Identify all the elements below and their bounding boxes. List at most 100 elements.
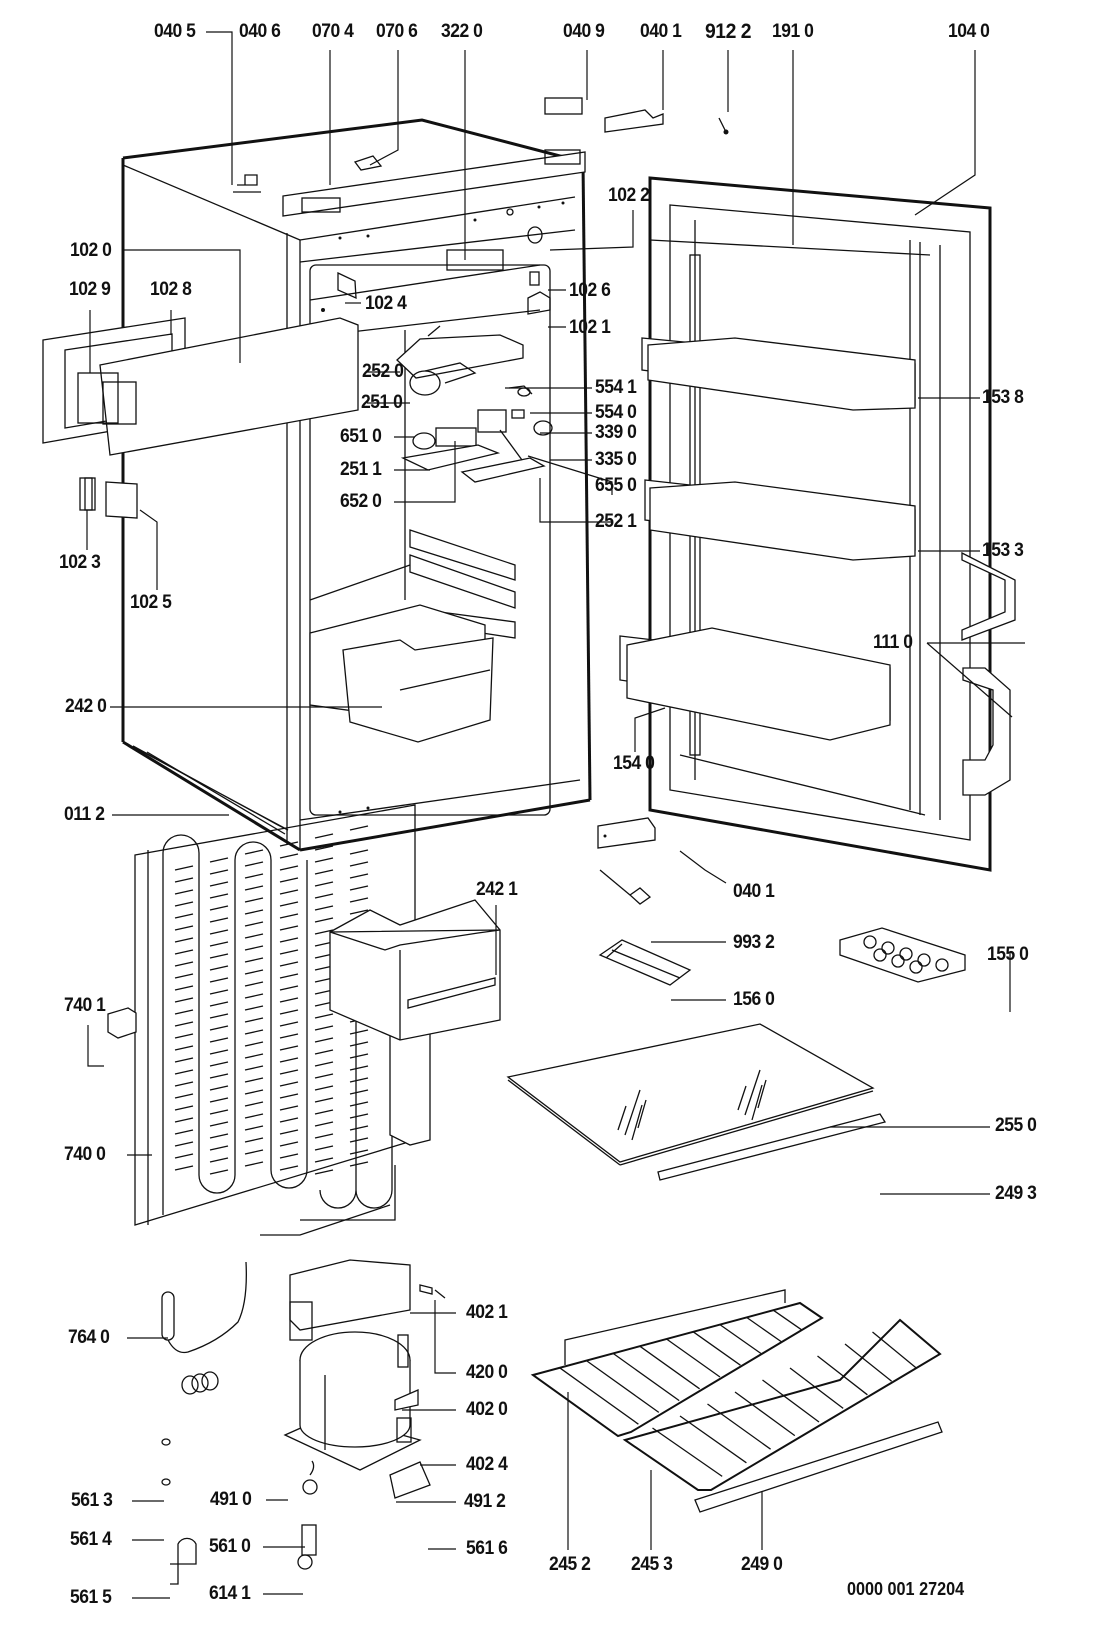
condenser-slot xyxy=(349,1137,369,1143)
condenser-slot xyxy=(174,1093,194,1099)
condenser-slot xyxy=(209,965,229,971)
condenser-slot xyxy=(349,897,369,903)
part-label-3220: 322 0 xyxy=(441,21,483,42)
part-label-0405: 040 5 xyxy=(154,21,196,42)
condenser-slot xyxy=(279,973,299,979)
condenser-slot xyxy=(314,917,334,923)
part-label-1110: 111 0 xyxy=(873,632,913,653)
condenser-slot xyxy=(174,1117,194,1123)
condenser-slot xyxy=(244,1101,264,1107)
part-label-5610: 561 0 xyxy=(209,1536,251,1557)
wire-shelf-rod xyxy=(762,1379,820,1423)
part-label-1540: 154 0 xyxy=(613,753,655,774)
ice-cube-tray xyxy=(598,939,692,986)
condenser-slot xyxy=(209,1169,229,1175)
condenser-slot xyxy=(279,1045,299,1051)
condenser-slot xyxy=(209,941,229,947)
part-label-5616: 561 6 xyxy=(466,1538,508,1559)
condenser-slot xyxy=(174,901,194,907)
condenser-slot xyxy=(244,933,264,939)
condenser-slot xyxy=(314,1073,334,1079)
part-label-1040: 104 0 xyxy=(948,21,990,42)
wire-shelf-rod xyxy=(707,1403,771,1450)
condenser-slot xyxy=(349,1125,369,1131)
condenser-slot xyxy=(209,905,229,911)
wire-shelf-upper xyxy=(530,1289,824,1438)
part-label-2550: 255 0 xyxy=(995,1115,1037,1136)
part-label-2520: 252 0 xyxy=(362,361,404,382)
part-label-0406: 040 6 xyxy=(239,21,281,42)
condenser-slot xyxy=(279,1105,299,1111)
condenser-slot xyxy=(349,909,369,915)
condenser-slot xyxy=(174,1129,194,1135)
condenser-slot xyxy=(314,929,334,935)
part-label-4200: 420 0 xyxy=(466,1362,508,1383)
condenser-slot xyxy=(314,845,334,851)
part-label-2493: 249 3 xyxy=(995,1183,1037,1204)
condenser-slot xyxy=(174,1057,194,1063)
condenser-slot xyxy=(314,1157,334,1163)
condenser-slot xyxy=(209,989,229,995)
condenser-slot xyxy=(314,1169,334,1175)
light-housing xyxy=(337,226,553,483)
condenser-slot xyxy=(314,857,334,863)
condenser-slot xyxy=(349,861,369,867)
condenser-slot xyxy=(279,961,299,967)
condenser-slot xyxy=(314,905,334,911)
condenser-slot xyxy=(244,1041,264,1047)
wire-shelf-rod xyxy=(844,1343,893,1382)
part-label-2490: 249 0 xyxy=(741,1554,783,1575)
condenser-slot xyxy=(349,849,369,855)
wire-shelf-rod xyxy=(719,1324,762,1354)
part-label-7640: 764 0 xyxy=(68,1327,110,1348)
condenser-slot xyxy=(244,1125,264,1131)
condenser-slot xyxy=(174,1153,194,1159)
part-label-6141: 614 1 xyxy=(209,1583,251,1604)
clip-4024 xyxy=(394,1389,419,1411)
door-shelf-middle xyxy=(644,479,916,561)
part-label-5613: 561 3 xyxy=(71,1490,113,1511)
condenser-slot xyxy=(209,1085,229,1091)
condenser-slot xyxy=(174,925,194,931)
part-label-1021: 102 1 xyxy=(569,317,611,338)
condenser-slot xyxy=(174,937,194,943)
condenser-slot xyxy=(174,1165,194,1171)
condenser-slot xyxy=(279,853,299,859)
part-label-4912: 491 2 xyxy=(464,1491,506,1512)
part-label-6550: 655 0 xyxy=(595,475,637,496)
condenser-slot xyxy=(174,1045,194,1051)
part-label-1022: 102 2 xyxy=(608,185,650,206)
part-label-1028: 102 8 xyxy=(150,279,192,300)
condenser-slot xyxy=(279,949,299,955)
crisper-drawer-upper xyxy=(309,604,494,743)
condenser-slot xyxy=(209,1109,229,1115)
part-label-2510: 251 0 xyxy=(361,392,403,413)
crisper-drawer-lower xyxy=(329,899,501,1041)
part-label-2511: 251 1 xyxy=(340,459,382,480)
condenser-slot xyxy=(314,1121,334,1127)
condenser-slot xyxy=(244,849,264,855)
glass-shelf-trim xyxy=(657,1113,887,1181)
condenser-slot xyxy=(209,869,229,875)
condenser-slot xyxy=(209,1121,229,1127)
part-label-6520: 652 0 xyxy=(340,491,382,512)
condenser-slot xyxy=(279,901,299,907)
part-label-5615: 561 5 xyxy=(70,1587,112,1608)
control-panel xyxy=(42,308,359,456)
wire-shelf-rod xyxy=(639,1345,700,1390)
condenser-slot xyxy=(244,1077,264,1083)
condenser-slot xyxy=(244,1053,264,1059)
part-label-5540: 554 0 xyxy=(595,402,637,423)
part-label-1560: 156 0 xyxy=(733,989,775,1010)
filter-drier xyxy=(161,1261,247,1395)
part-label-2452: 245 2 xyxy=(549,1554,591,1575)
wire-shelf-rod xyxy=(799,1302,823,1319)
part-label-2420: 242 0 xyxy=(65,696,107,717)
hinge-bracket-lower xyxy=(597,817,656,849)
part-label-1024: 102 4 xyxy=(365,293,407,314)
condenser-slot xyxy=(279,937,299,943)
part-label-2421: 242 1 xyxy=(476,879,518,900)
egg-tray xyxy=(839,927,966,983)
